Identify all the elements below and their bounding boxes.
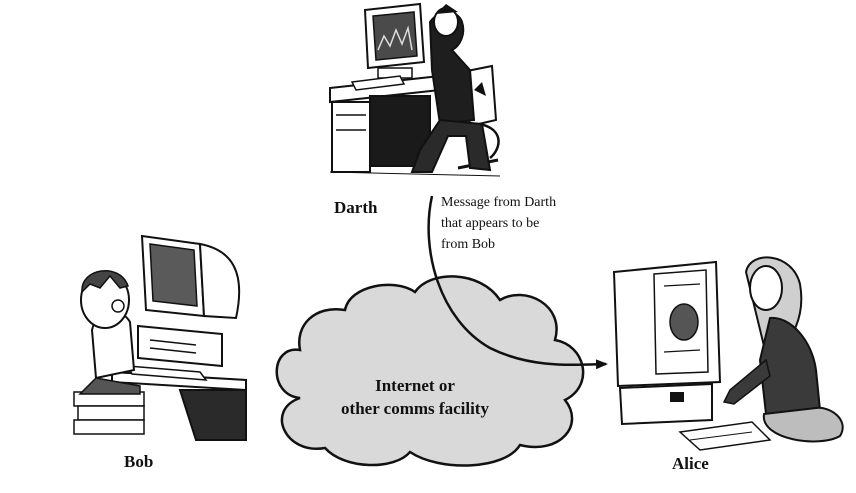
darth-at-desk-illustration — [329, 2, 501, 177]
message-annotation-line-2: that appears to be — [441, 216, 540, 231]
message-annotation-line-3: from Bob — [441, 237, 496, 252]
alice-label: Alice — [672, 454, 709, 473]
darth-label: Darth — [334, 198, 378, 217]
network-label: Internet or other comms facility — [300, 374, 530, 420]
network-cloud — [275, 275, 585, 467]
message-annotation: Message from Darth that appears to be fr… — [441, 192, 556, 255]
network-label-line-2: other comms facility — [341, 399, 489, 418]
message-arrow — [427, 195, 608, 370]
bob-at-computer-illustration — [73, 234, 247, 441]
network-label-line-1: Internet or — [375, 376, 455, 395]
bob-label: Bob — [124, 452, 154, 471]
message-annotation-line-1: Message from Darth — [441, 195, 557, 210]
alice-at-computer-illustration — [612, 256, 844, 451]
